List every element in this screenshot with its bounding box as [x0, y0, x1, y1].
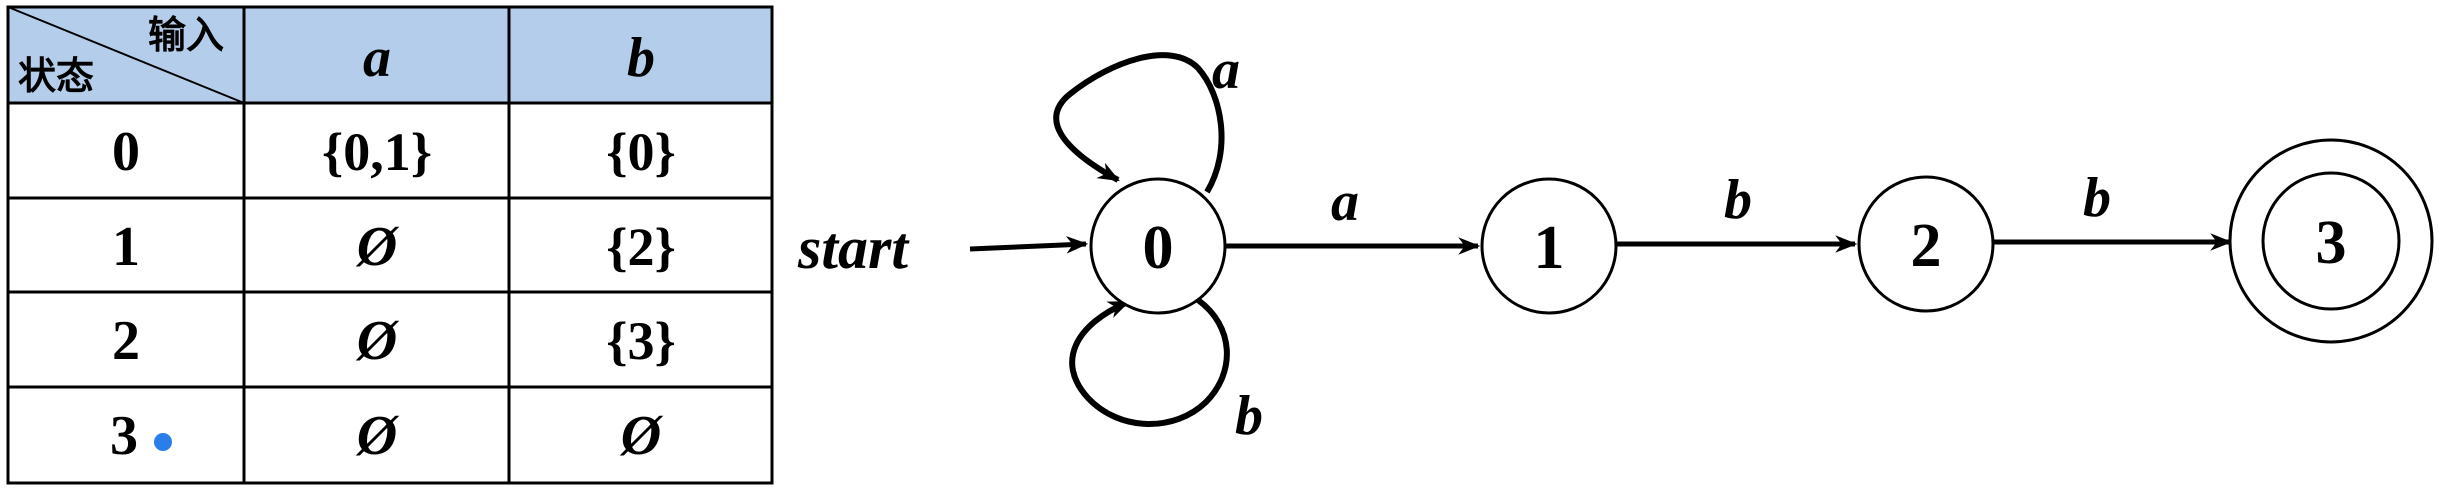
transition-label: b	[2083, 167, 2111, 229]
cell-on-b: {3}	[606, 311, 676, 371]
state-node	[2261, 171, 2401, 311]
corner-input-label: 输入	[148, 13, 224, 57]
column-header-a: a	[363, 27, 391, 89]
state-label: 2	[1911, 212, 1942, 280]
cell-on-a: Ø	[355, 405, 400, 467]
row-state-cell: 2	[112, 310, 140, 372]
row-state-cell: 1	[112, 216, 140, 278]
cell-on-a: Ø	[355, 216, 400, 278]
cell-on-a: {0,1}	[322, 122, 432, 182]
cell-on-a: Ø	[355, 310, 400, 372]
self-loop-a-label: a	[1212, 39, 1240, 101]
corner-diagonal	[7, 6, 245, 104]
start-arrow	[969, 236, 1089, 254]
state-node	[1480, 177, 1618, 315]
self-loop-a	[1053, 52, 1225, 194]
self-loop-b-label: b	[1235, 385, 1263, 447]
transition-label: b	[1724, 169, 1752, 231]
nfa-diagram: start a b 0 a 1 b 2 b 3	[797, 39, 2434, 447]
state-label: 3	[2316, 209, 2347, 277]
self-loop-b	[1069, 297, 1230, 427]
cell-on-b: Ø	[619, 405, 664, 467]
row-state-cell: 3	[110, 405, 138, 467]
table-header-bg	[8, 7, 772, 103]
table-border	[6, 5, 774, 485]
cell-on-b: {0}	[606, 122, 676, 182]
cell-on-b: {2}	[606, 217, 676, 277]
state-label: 1	[1534, 214, 1565, 282]
start-label: start	[797, 215, 910, 281]
transition-table: 输入 状态 a b 0 {0,1} {0} 1 Ø {2} 2 Ø {3} 3 …	[6, 5, 774, 485]
state-label: 0	[1143, 214, 1174, 282]
state-node	[1089, 177, 1227, 315]
state-node	[1857, 175, 1995, 313]
row-state-cell: 0	[112, 121, 140, 183]
column-header-b: b	[627, 27, 655, 89]
corner-state-label: 状态	[18, 54, 94, 98]
transition-label: a	[1331, 171, 1359, 233]
accepting-marker-dot	[154, 433, 172, 451]
